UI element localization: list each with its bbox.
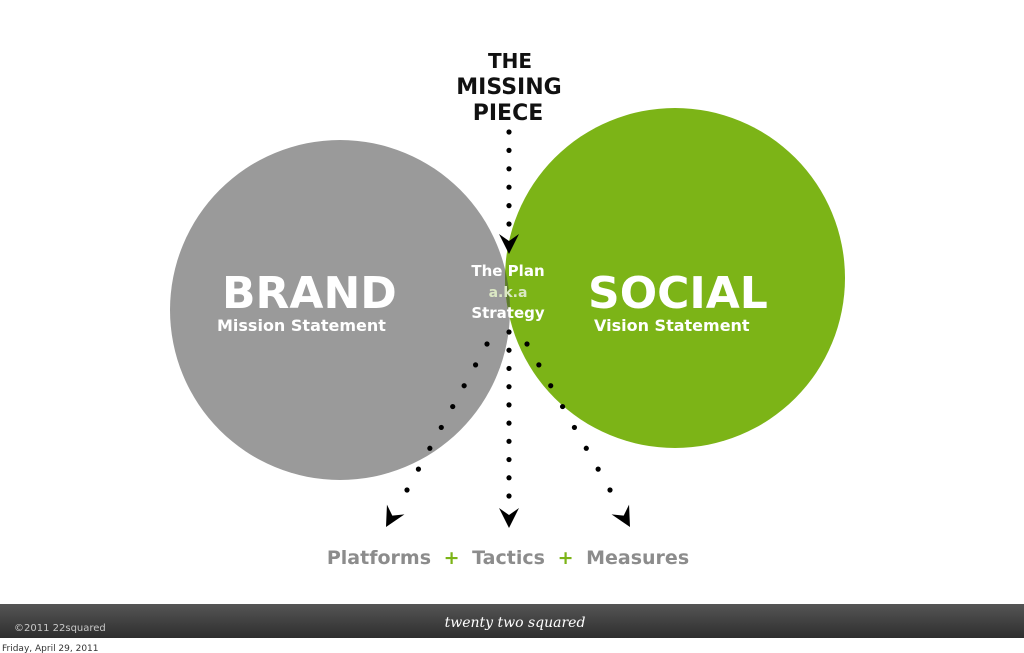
outcome-platforms: Platforms (327, 547, 431, 569)
top-arrow-dot (506, 184, 512, 190)
brand-circle (170, 140, 510, 480)
center-arrow-dot (506, 493, 512, 499)
right-arrow-dot (607, 487, 613, 493)
strategy-line-2: a.k.a (489, 285, 528, 301)
left-arrow-dot (427, 445, 433, 451)
social-subtitle: Vision Statement (594, 316, 750, 335)
center-arrow-dot (506, 365, 512, 372)
logo-line-2: MISSING (456, 75, 561, 100)
left-arrow-dot (484, 341, 490, 347)
left-arrow-dot (438, 424, 444, 431)
brand-title: BRAND (222, 268, 397, 319)
left-arrow-dot (404, 487, 410, 493)
center-arrow-dot (506, 456, 512, 463)
center-arrow-dot (506, 402, 512, 408)
left-arrow-dot (472, 362, 479, 368)
outcome-plus-2: + (558, 547, 574, 569)
logo-line-1: THE (488, 49, 532, 73)
outcome-measures: Measures (586, 547, 689, 569)
top-arrow-dot (506, 129, 512, 135)
center-arrow-arrowhead (499, 508, 519, 528)
outcome-plus-1: + (444, 547, 460, 569)
left-arrow-dot (461, 383, 467, 389)
left-arrow-dot (415, 466, 422, 472)
right-arrow-arrowhead (611, 504, 630, 527)
center-arrow-dot (506, 438, 512, 444)
right-arrow-dot (524, 341, 530, 347)
strategy-line-3: Strategy (471, 304, 545, 322)
right-arrow-dot (536, 362, 542, 368)
date-text: Friday, April 29, 2011 (2, 644, 99, 653)
left-arrow-dot (450, 403, 456, 410)
dotted-arrows (386, 129, 630, 528)
footer-wordmark: twenty two squared (445, 615, 586, 631)
social-title: SOCIAL (588, 268, 768, 319)
center-arrow-dot (506, 347, 512, 353)
top-arrow-dot (506, 221, 512, 227)
right-arrow-dot (559, 403, 566, 410)
footer-bar (0, 604, 1024, 638)
outcome-tactics: Tactics (472, 547, 545, 569)
center-arrow-dot (506, 420, 512, 426)
right-arrow-dot (595, 466, 601, 472)
center-arrow-dot (506, 329, 512, 335)
center-arrow-dot (506, 384, 512, 390)
copyright-text: ©2011 22squared (14, 623, 106, 634)
top-arrow-dot (506, 203, 512, 209)
top-arrow-arrowhead (499, 234, 519, 254)
top-arrow-dot (506, 166, 512, 172)
right-arrow-dot (571, 424, 578, 431)
right-arrow-dot (583, 445, 589, 451)
outcome-line: Platforms + Tactics + Measures (327, 547, 689, 569)
missing-piece-logo: THE MISSING PIECE (456, 49, 561, 126)
brand-subtitle: Mission Statement (217, 316, 386, 335)
center-arrow-dot (506, 475, 512, 481)
right-arrow-dot (548, 383, 554, 389)
top-arrow-dot (506, 147, 512, 153)
left-arrow-arrowhead (386, 504, 405, 527)
logo-line-3: PIECE (473, 101, 544, 126)
strategy-line-1: The Plan (471, 262, 544, 280)
social-circle (505, 108, 845, 448)
